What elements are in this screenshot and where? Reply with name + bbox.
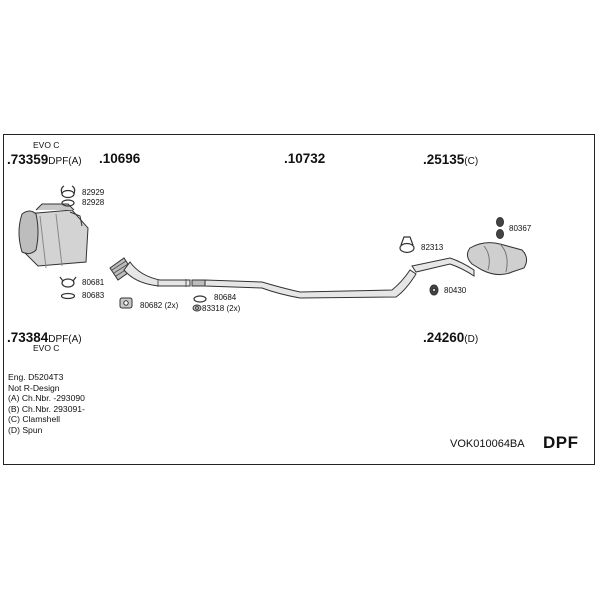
part-73359-suffix: DPF(A) (48, 156, 82, 167)
clamp-80681-icon (59, 276, 77, 288)
evo-label-top: EVO C (33, 140, 60, 150)
callout-82928: 82928 (82, 198, 105, 207)
part-73359: .73359DPF(A) (7, 152, 82, 168)
callout-80683: 80683 (82, 291, 105, 300)
callout-80682: 80682 (2x) (140, 301, 179, 310)
part-24260-number: .24260 (423, 330, 465, 345)
clamp-82313-icon (399, 236, 415, 254)
callout-82929: 82929 (82, 188, 105, 197)
callout-82313: 82313 (421, 243, 444, 252)
part-24260: .24260(D) (423, 330, 478, 346)
clamp-80684-icon (193, 295, 207, 303)
hanger-80367-icon (496, 217, 504, 239)
note-line: (D) Spun (8, 424, 43, 435)
part-73384-number: .73384 (7, 330, 49, 345)
kit-type-label: DPF (543, 433, 579, 452)
clamp-82928-icon (61, 199, 75, 207)
hanger-80682-icon (119, 297, 133, 309)
part-10696: .10696 (99, 151, 141, 166)
clamp-82929-icon (60, 185, 76, 199)
part-24260-suffix: (D) (464, 334, 479, 345)
note-line: Eng. D5204T3 (8, 372, 64, 382)
part-10732: .10732 (284, 151, 326, 166)
part-73384: .73384DPF(A) (7, 330, 82, 346)
note-line: (C) Clamshell (8, 414, 61, 425)
note-line: (A) Ch.Nbr. -293090 (8, 393, 85, 404)
part-73359-number: .73359 (7, 152, 49, 167)
front-pipe (109, 257, 191, 287)
dpf-unit (18, 203, 89, 269)
middle-pipe (191, 269, 417, 299)
evo-label-bottom: EVO C (33, 343, 60, 353)
hanger-80430-icon (429, 284, 439, 296)
callout-80430: 80430 (444, 286, 467, 295)
kit-code: VOK010064BA (450, 438, 525, 450)
part-25135-suffix: (C) (464, 156, 479, 167)
note-line: (B) Ch.Nbr. 293091- (8, 403, 85, 414)
rear-silencer (411, 242, 528, 277)
hanger-83318-icon (192, 304, 202, 312)
diagram-frame (3, 134, 595, 465)
note-line: Not R-Design (8, 382, 60, 393)
notes-block: Eng. D5204T3 Not R-Design (A) Ch.Nbr. -2… (8, 372, 85, 436)
callout-80681: 80681 (82, 278, 105, 287)
gasket-80683-icon (60, 292, 76, 300)
callout-83318: 83318 (2x) (202, 304, 241, 313)
callout-80367: 80367 (509, 224, 532, 233)
part-73384-suffix: DPF(A) (48, 334, 82, 345)
part-25135-number: .25135 (423, 152, 465, 167)
callout-80684: 80684 (214, 293, 237, 302)
part-25135: .25135(C) (423, 152, 478, 168)
